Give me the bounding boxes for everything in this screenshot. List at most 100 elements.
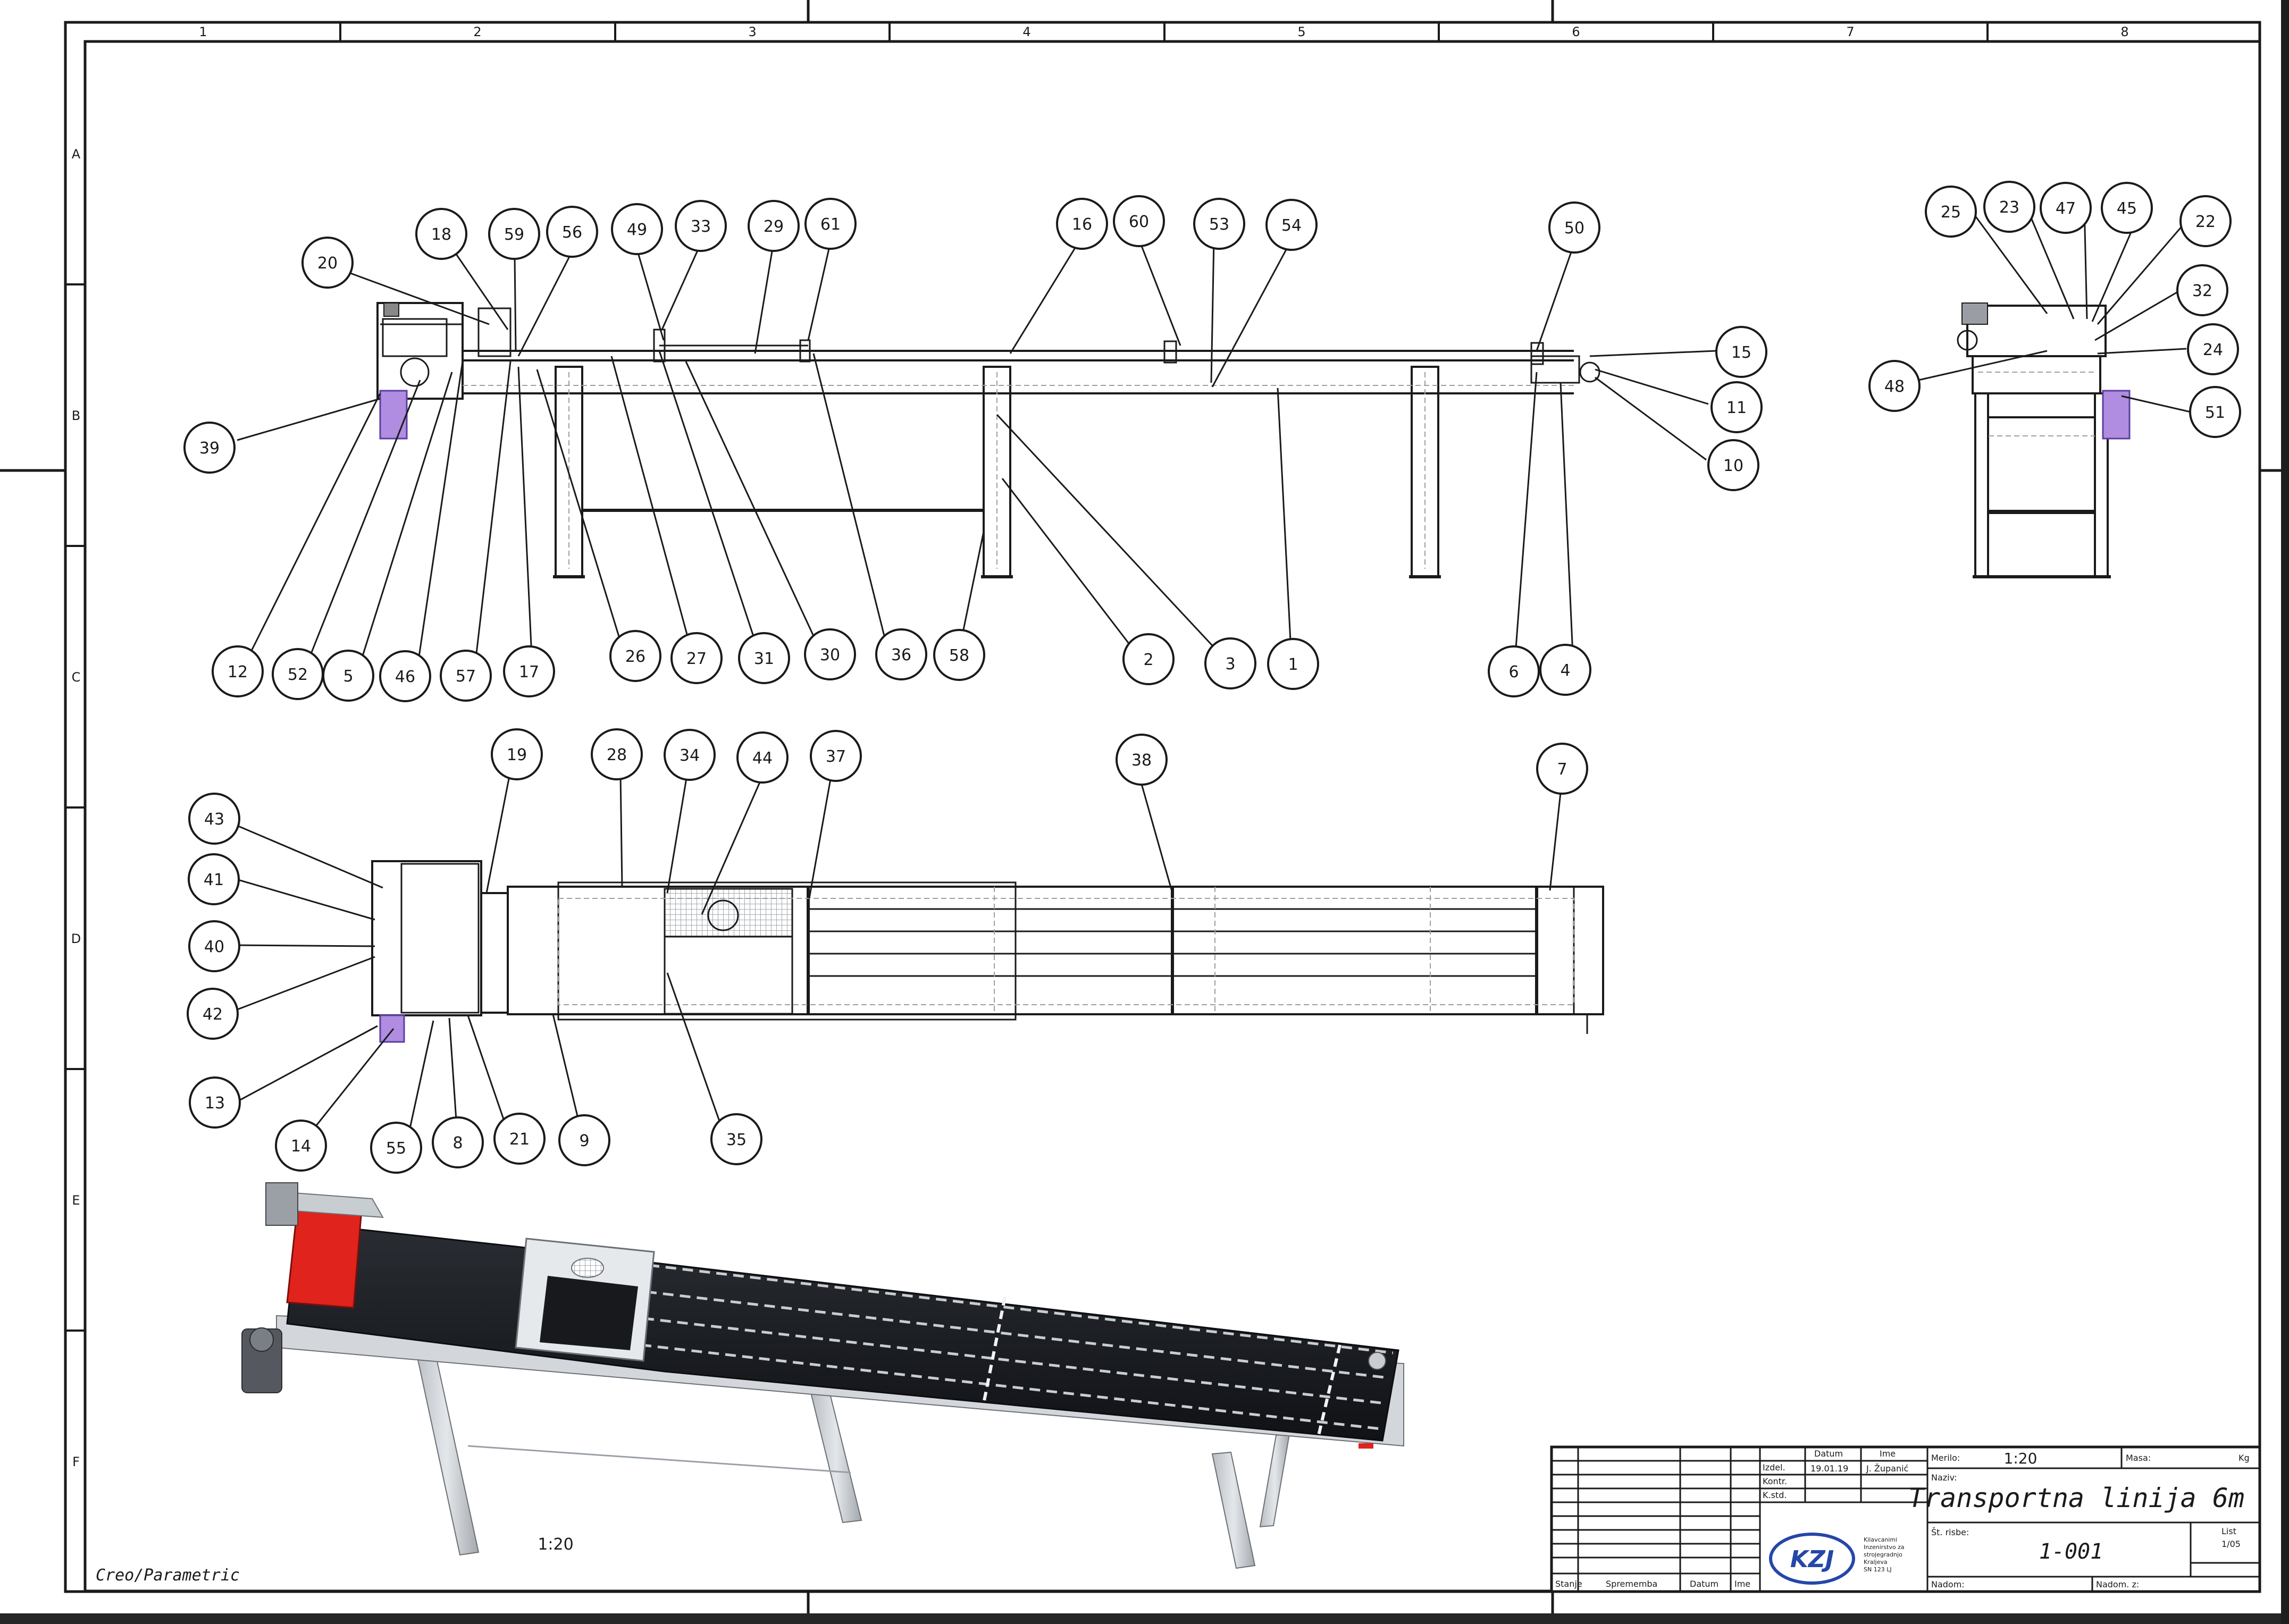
balloon-22: 22 <box>2179 195 2232 247</box>
svg-text:37: 37 <box>826 747 846 766</box>
svg-text:20: 20 <box>317 254 338 273</box>
balloon-3: 3 <box>1204 637 1256 689</box>
tb-row-kstd: K.std. <box>1763 1490 1787 1500</box>
svg-text:18: 18 <box>431 225 451 244</box>
balloon-43: 43 <box>188 793 240 845</box>
balloon-29: 29 <box>748 200 800 252</box>
svg-text:21: 21 <box>509 1130 530 1149</box>
right-edge-band <box>2281 0 2289 1624</box>
balloon-49: 49 <box>611 203 663 255</box>
balloon-4: 4 <box>1539 644 1591 696</box>
balloon-24: 24 <box>2187 323 2239 375</box>
svg-text:10: 10 <box>1723 457 1743 475</box>
zone-row-b: B <box>72 408 80 423</box>
bottom-edge-band <box>0 1613 2289 1624</box>
svg-text:6: 6 <box>1508 663 1519 681</box>
top-view <box>371 860 1604 1043</box>
svg-text:45: 45 <box>2117 199 2137 218</box>
tb-foot-ime: Ime <box>1734 1579 1750 1589</box>
balloon-21: 21 <box>493 1113 546 1165</box>
balloon-42: 42 <box>187 988 239 1040</box>
balloon-39: 39 <box>183 422 236 474</box>
end-view <box>1957 302 2131 578</box>
zone-column-dividers <box>339 22 1989 41</box>
balloon-48: 48 <box>1868 360 1921 412</box>
zone-col-7: 7 <box>1846 24 1854 39</box>
balloon-11: 11 <box>1711 381 1763 433</box>
svg-text:Inzenirstvo za: Inzenirstvo za <box>1864 1544 1905 1551</box>
balloon-47: 47 <box>2040 182 2092 234</box>
svg-text:9: 9 <box>579 1132 589 1150</box>
isometric-view <box>241 1182 1404 1569</box>
svg-text:54: 54 <box>1281 216 1302 235</box>
drawing-number: 1-001 <box>2039 1539 2103 1564</box>
svg-text:4: 4 <box>1560 661 1570 680</box>
svg-text:50: 50 <box>1564 219 1584 238</box>
balloons: 18 59 56 49 33 29 61 16 60 53 54 50 20 1… <box>183 181 2241 1174</box>
zone-row-d: D <box>71 931 81 946</box>
zone-row-e: E <box>72 1193 80 1208</box>
svg-text:8: 8 <box>452 1134 463 1152</box>
svg-text:2: 2 <box>1143 651 1153 669</box>
creo-parametric-label: Creo/Parametric <box>96 1566 240 1585</box>
balloon-18: 18 <box>415 208 467 260</box>
balloon-46: 46 <box>379 650 431 702</box>
tb-foot-datum: Datum <box>1690 1579 1718 1589</box>
svg-text:40: 40 <box>204 938 224 956</box>
svg-text:32: 32 <box>2192 282 2212 300</box>
svg-text:14: 14 <box>291 1137 311 1156</box>
svg-text:49: 49 <box>627 221 647 239</box>
balloon-16: 16 <box>1056 198 1108 250</box>
zone-row-c: C <box>72 670 81 685</box>
tb-hdr-datum: Datum <box>1814 1449 1843 1459</box>
svg-text:16: 16 <box>1072 215 1092 234</box>
balloon-1: 1 <box>1267 638 1319 690</box>
tb-hdr-ime: Ime <box>1880 1449 1896 1459</box>
side-view <box>376 302 1600 578</box>
tb-row-kontr: Kontr. <box>1763 1476 1787 1486</box>
svg-text:55: 55 <box>386 1139 406 1158</box>
balloon-57: 57 <box>440 650 492 702</box>
svg-text:48: 48 <box>1884 377 1905 396</box>
zone-row-dividers <box>65 283 85 1332</box>
balloon-36: 36 <box>875 628 927 680</box>
svg-text:33: 33 <box>691 217 711 236</box>
title-block: Datum Ime Izdel. 19.01.19 J. Županić Kon… <box>1550 1445 2261 1593</box>
balloon-13: 13 <box>189 1076 241 1129</box>
svg-text:41: 41 <box>204 871 224 889</box>
balloon-50: 50 <box>1548 201 1600 254</box>
svg-text:26: 26 <box>625 647 645 666</box>
tb-masa-label: Masa: <box>2126 1453 2151 1463</box>
svg-text:22: 22 <box>2195 213 2216 231</box>
svg-text:17: 17 <box>519 663 539 681</box>
balloon-28: 28 <box>591 728 643 780</box>
svg-text:27: 27 <box>686 650 707 668</box>
balloon-9: 9 <box>558 1114 610 1166</box>
svg-text:39: 39 <box>199 439 220 458</box>
svg-text:52: 52 <box>288 666 308 684</box>
zone-col-8: 8 <box>2120 24 2128 39</box>
svg-text:34: 34 <box>680 746 700 765</box>
balloon-6: 6 <box>1488 645 1540 697</box>
balloon-7: 7 <box>1536 743 1588 795</box>
balloon-53: 53 <box>1193 198 1245 250</box>
svg-text:Kilavcanimi: Kilavcanimi <box>1864 1536 1897 1543</box>
drawing-title: Transportna linija 6m <box>1908 1483 2244 1513</box>
tb-foot-sprememba: Sprememba <box>1606 1579 1657 1589</box>
svg-text:SN 123 LJ: SN 123 LJ <box>1864 1566 1892 1573</box>
company-info: Kilavcanimi Inzenirstvo za strojegradnjo… <box>1864 1536 1905 1573</box>
tb-nadom-label: Nadom: <box>1931 1579 1965 1589</box>
svg-text:60: 60 <box>1129 213 1149 231</box>
end-view-motor <box>2102 390 2131 440</box>
tb-foot-stanje: Stanje <box>1555 1579 1582 1589</box>
zone-row-labels: A B C D E F <box>71 147 81 1469</box>
iso-scale-note: 1:20 <box>538 1535 573 1554</box>
svg-text:38: 38 <box>1131 751 1152 770</box>
balloon-60: 60 <box>1113 195 1165 247</box>
tb-list-label: List <box>2221 1526 2236 1536</box>
zone-row-a: A <box>72 147 81 162</box>
zone-row-f: F <box>72 1454 80 1469</box>
balloon-61: 61 <box>804 198 857 250</box>
svg-text:59: 59 <box>504 225 524 244</box>
